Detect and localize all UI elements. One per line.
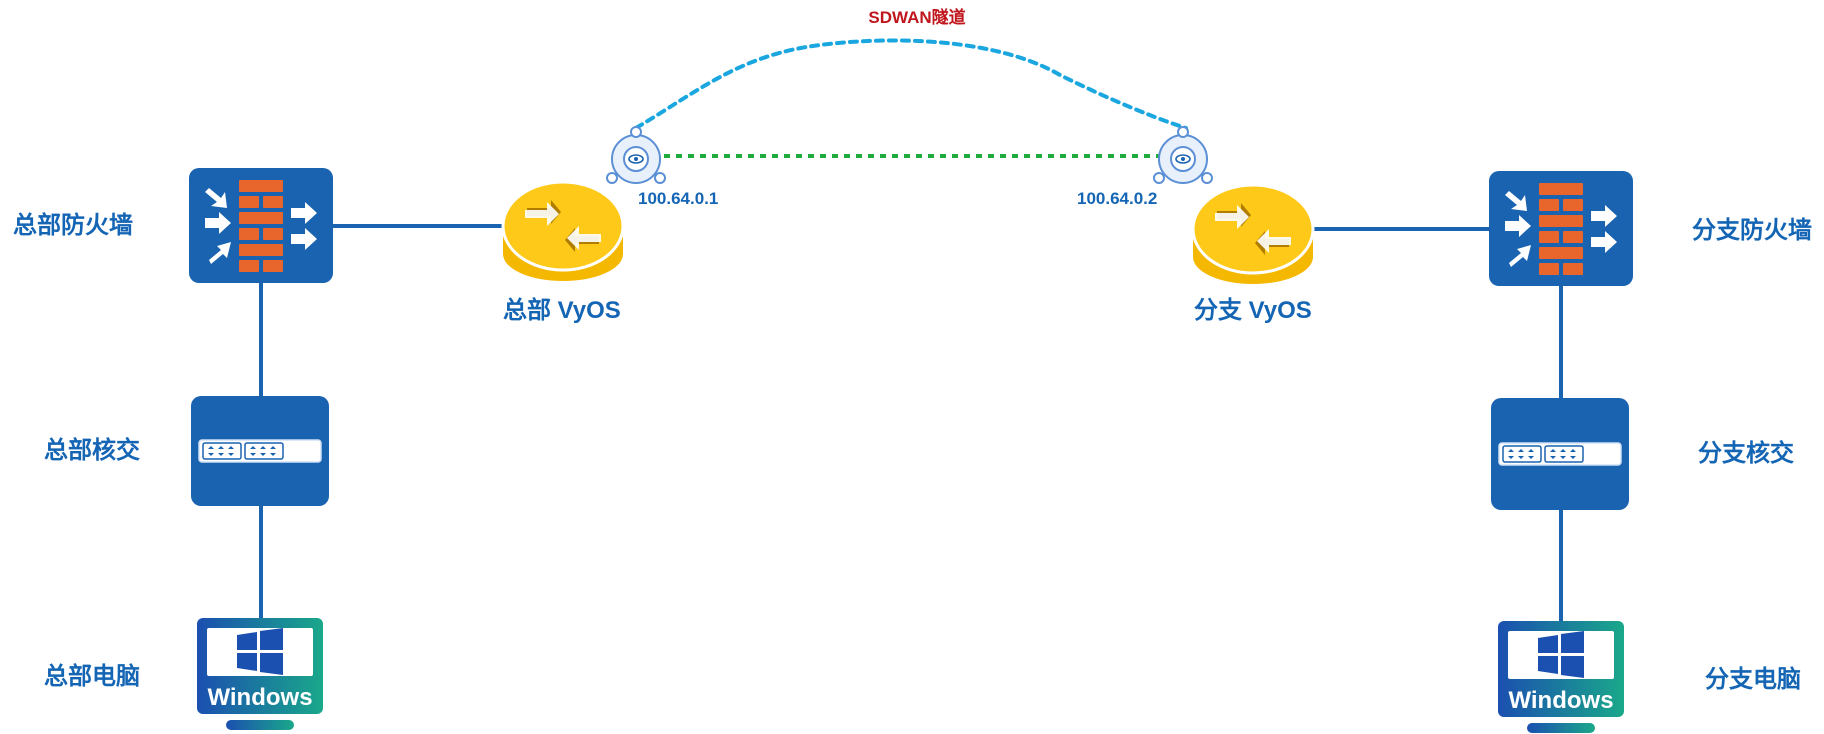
branch-core-switch-label: 分支核交 bbox=[1698, 439, 1794, 467]
hq-router-label: 总部 VyOS bbox=[503, 296, 621, 324]
branch-pc-icon: Windows bbox=[1498, 621, 1624, 733]
hq-core-switch-label: 总部核交 bbox=[44, 436, 140, 464]
branch-firewall-label: 分支防火墙 bbox=[1692, 216, 1812, 244]
sdwan-tunnel-label: SDWAN隧道 bbox=[868, 7, 965, 27]
branch-pc-screen-text: Windows bbox=[1508, 687, 1613, 714]
branch-router-ip: 100.64.0.2 bbox=[1077, 189, 1157, 208]
windows-logo-icon bbox=[1538, 631, 1584, 678]
branch-pc-label: 分支电脑 bbox=[1705, 665, 1801, 693]
hq-pc-icon: Windows bbox=[197, 618, 323, 730]
windows-logo-icon bbox=[237, 628, 283, 675]
hq-router-icon bbox=[501, 180, 625, 281]
branch-firewall-icon bbox=[1489, 171, 1633, 286]
branch-router-label: 分支 VyOS bbox=[1194, 297, 1312, 324]
hq-core-switch-icon bbox=[191, 396, 329, 506]
branch-router-icon bbox=[1191, 183, 1315, 284]
branch-core-switch-icon bbox=[1491, 398, 1629, 510]
hq-firewall-icon bbox=[189, 168, 333, 283]
hq-tunnel-endpoint-icon bbox=[606, 126, 666, 184]
branch-tunnel-endpoint-icon bbox=[1153, 126, 1213, 184]
hq-router-ip: 100.64.0.1 bbox=[638, 189, 718, 208]
hq-pc-screen-text: Windows bbox=[207, 684, 312, 711]
hq-pc-label: 总部电脑 bbox=[44, 662, 140, 690]
hq-firewall-label: 总部防火墙 bbox=[13, 211, 133, 239]
sdwan-tunnel-path bbox=[634, 38, 1188, 130]
links bbox=[259, 224, 1563, 624]
